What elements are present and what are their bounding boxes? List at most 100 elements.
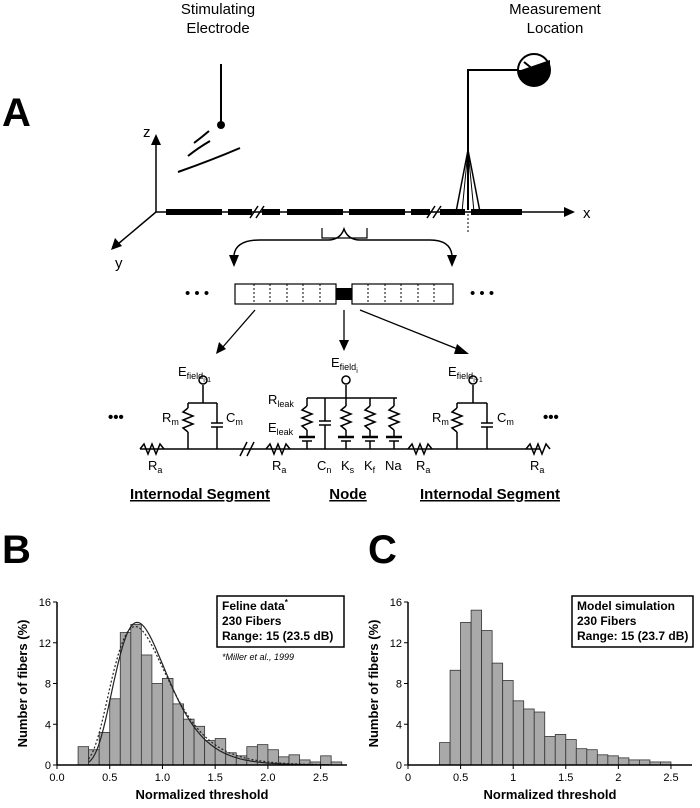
chart-c-y-tick-label: 0 bbox=[396, 760, 402, 772]
chart-c-bar bbox=[523, 708, 535, 766]
chart-b-bar bbox=[88, 749, 100, 766]
chart-c-bar bbox=[481, 630, 493, 766]
rm-right-label: Rm bbox=[432, 410, 449, 427]
panel-b-letter: B bbox=[2, 528, 31, 572]
chart-c-legend-line2: 230 Fibers bbox=[577, 614, 637, 628]
chart-b-bar bbox=[140, 654, 153, 766]
chart-b-x-tick-label: 0.5 bbox=[102, 772, 117, 784]
chart-c-bar bbox=[533, 711, 546, 766]
chart-b-x-axis-title: Normalized threshold bbox=[136, 787, 269, 802]
cn-label: Cn bbox=[317, 458, 331, 475]
chart-c-legend-line1: Model simulation bbox=[577, 599, 675, 613]
stim-electrode-label-line1: Stimulating bbox=[181, 1, 255, 18]
chart-c-y-tick-label: 8 bbox=[396, 679, 402, 691]
rm-left-label: Rm bbox=[162, 410, 179, 427]
na-label: Na bbox=[385, 458, 402, 473]
ra-label-4: Ra bbox=[530, 458, 544, 475]
chart-b-bar bbox=[162, 678, 174, 766]
chart-b-bar bbox=[130, 624, 142, 766]
circuit-ellipsis-left: ••• bbox=[108, 409, 124, 426]
panel-c-letter: C bbox=[368, 528, 397, 572]
efield-node-label: Efieldi bbox=[331, 355, 358, 375]
ra-label-2: Ra bbox=[272, 458, 286, 475]
chart-c-y-axis-title: Number of fibers (%) bbox=[366, 620, 381, 748]
chart-c-y-tick-label: 12 bbox=[390, 638, 402, 650]
chart-c-bar bbox=[554, 734, 567, 766]
chart-c-x-tick-label: 2.5 bbox=[663, 772, 678, 784]
measurement-meter-icon bbox=[467, 53, 551, 210]
chart-c-bar bbox=[470, 609, 483, 766]
coordinate-axes: z x y bbox=[111, 124, 591, 272]
equivalent-circuit bbox=[139, 375, 551, 457]
axon bbox=[166, 205, 522, 239]
chart-b-legend-line2: 230 Fibers bbox=[222, 614, 282, 628]
chart-b-bar bbox=[320, 755, 332, 766]
eleak-label: Eleak bbox=[268, 420, 294, 437]
caption-internodal-right: Internodal Segment bbox=[420, 486, 560, 503]
chart-b-bar bbox=[288, 754, 300, 766]
efield-left-label: Efieldi-1 bbox=[178, 364, 211, 384]
chart-c-x-axis-title: Normalized threshold bbox=[484, 787, 617, 802]
chart-c-bar bbox=[617, 757, 630, 766]
chart-c-bar bbox=[607, 755, 619, 766]
axis-x-label: x bbox=[583, 205, 591, 222]
chart-b-bar bbox=[172, 703, 184, 766]
panel-a-letter: A bbox=[2, 91, 31, 135]
caption-node: Node bbox=[329, 486, 367, 503]
chart-b-bar bbox=[109, 698, 121, 766]
chart-c-bar bbox=[491, 662, 504, 766]
chart-c-bar bbox=[460, 621, 472, 766]
rleak-label: Rleak bbox=[268, 392, 294, 409]
chart-b-citation: *Miller et al., 1999 bbox=[222, 652, 294, 662]
chart-b-bar bbox=[77, 746, 90, 766]
cm-left-label: Cm bbox=[226, 410, 243, 427]
chart-c-bar bbox=[544, 736, 556, 766]
chart-c-bar bbox=[512, 700, 525, 766]
chart-b-fit-curve-dotted bbox=[88, 625, 330, 766]
zoomed-axon: • • • • • • bbox=[185, 283, 494, 354]
chart-c-bar bbox=[565, 739, 577, 766]
kf-label: Kf bbox=[364, 458, 376, 475]
circuit-ellipsis-right: ••• bbox=[543, 409, 559, 426]
axis-z-label: z bbox=[143, 124, 151, 141]
chart-c-x-tick-label: 1.5 bbox=[558, 772, 573, 784]
caption-internodal-left: Internodal Segment bbox=[130, 486, 270, 503]
chart-b-x-tick-label: 2.0 bbox=[260, 772, 275, 784]
chart-b-x-tick-label: 1.0 bbox=[155, 772, 170, 784]
chart-b-bar bbox=[193, 725, 206, 766]
chart-b-legend: Feline data* 230 Fibers Range: 15 (23.5 … bbox=[216, 595, 345, 662]
cm-right-label: Cm bbox=[497, 410, 514, 427]
chart-c-y-tick-label: 4 bbox=[396, 719, 402, 731]
chart-c-x-tick-label: 1 bbox=[510, 772, 516, 784]
chart-b-x-tick-label: 1.5 bbox=[208, 772, 223, 784]
chart-b-bar bbox=[151, 683, 163, 766]
ks-label: Ks bbox=[341, 458, 355, 475]
chart-c-bar bbox=[502, 680, 514, 766]
chart-b-bar bbox=[119, 632, 132, 766]
chart-c-bar bbox=[586, 749, 598, 766]
chart-c-bar bbox=[439, 742, 451, 766]
chart-c-legend-line3: Range: 15 (23.7 dB) bbox=[577, 629, 688, 643]
chart-c-bar bbox=[449, 669, 461, 766]
chart-b-legend-line3: Range: 15 (23.5 dB) bbox=[222, 629, 333, 643]
chart-b-y-tick-label: 8 bbox=[45, 679, 51, 691]
ra-label-1: Ra bbox=[148, 458, 162, 475]
panel-a: A Stimulating Electrode Measurement Loca… bbox=[2, 1, 602, 503]
chart-b-y-tick-label: 4 bbox=[45, 719, 51, 731]
chart-c-bar bbox=[575, 748, 588, 766]
stimulating-electrode-icon bbox=[177, 64, 241, 173]
chart-b-x-tick-label: 2.5 bbox=[313, 772, 328, 784]
ellipsis-right: • • • bbox=[470, 285, 494, 302]
chart-b-y-tick-label: 12 bbox=[39, 638, 51, 650]
chart-c-bar bbox=[628, 759, 640, 766]
efield-right-label: Efieldi+1 bbox=[448, 364, 483, 384]
chart-b-legend-line1: Feline data* bbox=[222, 598, 289, 613]
chart-c-x-tick-label: 0.5 bbox=[453, 772, 468, 784]
zoom-brace bbox=[229, 226, 457, 267]
chart-b-y-tick-label: 0 bbox=[45, 760, 51, 772]
chart-b-y-tick-label: 16 bbox=[39, 597, 51, 609]
